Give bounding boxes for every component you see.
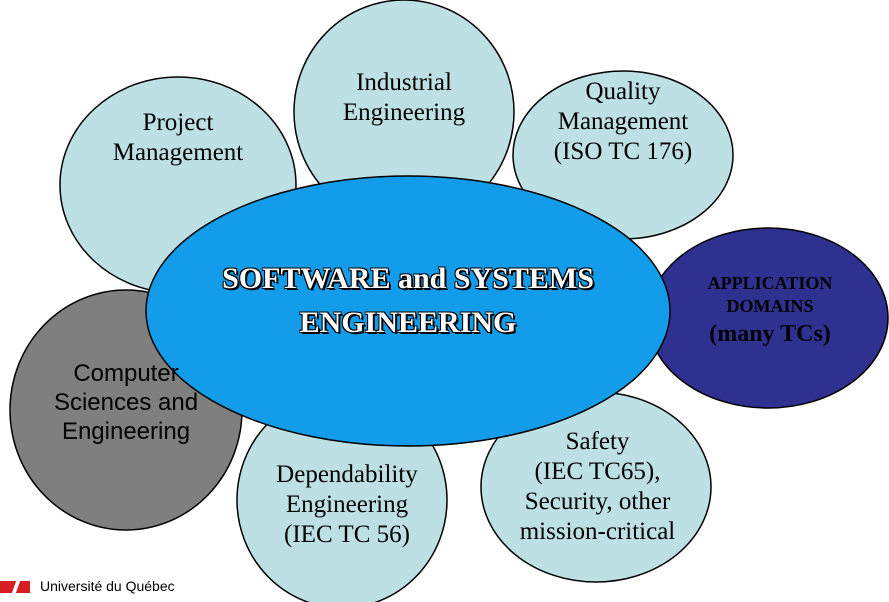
dependability-line2: Engineering (285, 491, 409, 518)
dependability-line1: Dependability (276, 461, 418, 488)
application-domains-line2: DOMAINS (726, 296, 814, 317)
quality-management-line1: Quality (585, 78, 661, 105)
quality-management-line2: Management (557, 108, 689, 135)
quality-management-label: Quality Management (ISO TC 176) (528, 77, 718, 167)
computer-sciences-line3: Engineering (61, 417, 191, 445)
application-domains-line1: APPLICATION (707, 273, 833, 293)
computer-sciences-line2: Sciences and (53, 388, 199, 416)
center-label: SOFTWARE and SYSTEMS ENGINEERING (150, 257, 666, 344)
dependability-label: Dependability Engineering (IEC TC 56) (247, 460, 447, 550)
safety-line3: Security, other (524, 488, 671, 515)
industrial-engineering-line1: Industrial (356, 69, 452, 96)
safety-line2: (IEC TC65), (534, 458, 661, 485)
quality-management-line3: (ISO TC 176) (553, 138, 693, 165)
center-line2: ENGINEERING (299, 305, 517, 339)
project-management-line1: Project (142, 109, 214, 136)
project-management-line2: Management (112, 139, 244, 166)
center-line1: SOFTWARE and SYSTEMS (222, 262, 594, 295)
application-domains-label: APPLICATION DOMAINS (many TCs) (665, 272, 875, 350)
industrial-engineering-line2: Engineering (342, 99, 466, 126)
dependability-line3: (IEC TC 56) (284, 521, 410, 548)
university-logo-text: Université du Québec (40, 578, 175, 594)
safety-line1: Safety (565, 428, 630, 455)
software-systems-engineering-ellipse (145, 175, 671, 447)
computer-sciences-line1: Computer (73, 360, 179, 387)
safety-line4: mission-critical (519, 518, 676, 545)
industrial-engineering-label: Industrial Engineering (314, 68, 494, 128)
safety-label: Safety (IEC TC65), Security, other missi… (490, 427, 705, 547)
computer-sciences-label: Computer Sciences and Engineering (26, 360, 226, 446)
project-management-label: Project Management (78, 108, 278, 168)
university-logo-mark (0, 581, 30, 593)
application-domains-line3: (many TCs) (709, 320, 831, 347)
